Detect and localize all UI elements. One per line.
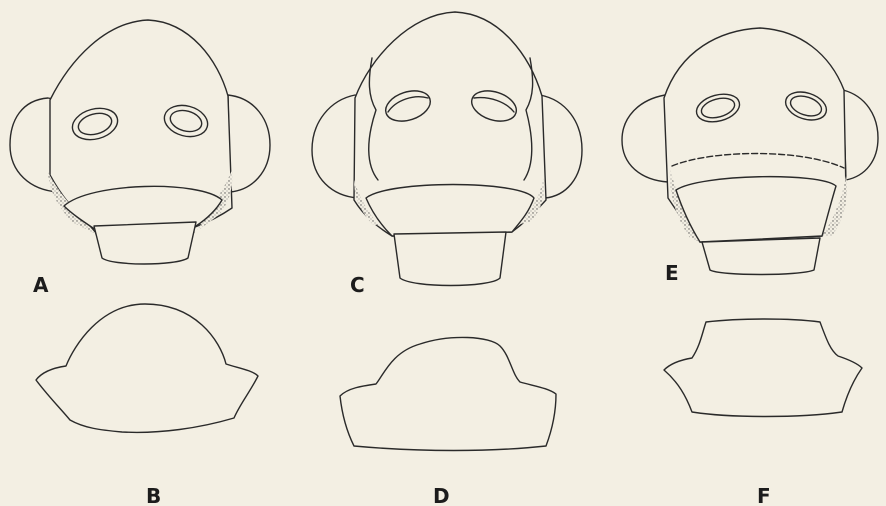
sclerite-outline [36,304,258,432]
sclerite-outline [664,319,862,417]
head-drawing-e: E [622,28,878,285]
panel-label-e: E [665,261,679,285]
left-compound-eye [312,95,360,198]
sclerite-drawing-f: F [664,319,862,506]
left-compound-eye [622,95,668,182]
clypeus [676,177,836,242]
labrum [394,232,506,286]
sclerite-drawing-b: B [36,304,258,506]
panel-label-f: F [757,484,771,506]
labrum [702,238,820,275]
head-drawing-c: C [312,12,582,297]
right-compound-eye [540,95,582,198]
head-drawing-a: A [10,20,270,297]
right-compound-eye [228,95,270,192]
panel-label-c: C [350,273,365,297]
labrum [94,222,196,264]
sclerite-drawing-d: D [340,337,556,506]
panel-label-b: B [146,484,161,506]
clypeus [366,185,534,237]
right-compound-eye [843,90,878,180]
panel-label-a: A [33,273,49,297]
panel-label-d: D [433,484,450,506]
sclerite-outline [340,337,556,450]
